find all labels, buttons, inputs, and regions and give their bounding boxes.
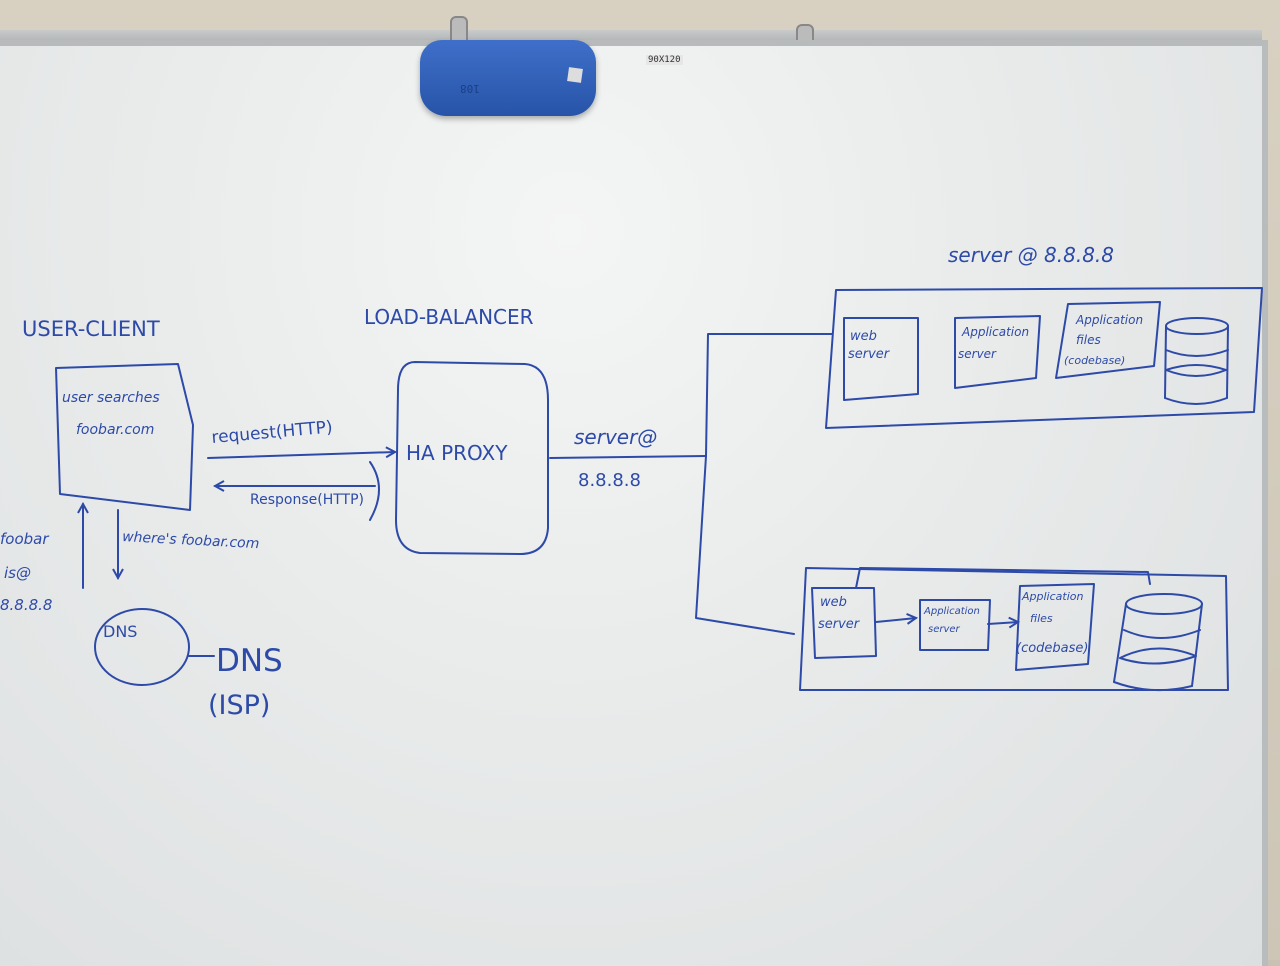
server-bottom-files-box [1015,583,1095,671]
user-client-title: USER-CLIENT [22,317,160,341]
load-balancer-text: HA PROXY [406,441,508,465]
http-request-arrow [207,452,395,459]
server-top-database-icon [1164,317,1229,405]
server-top-web-1: web [850,329,877,344]
server-bottom-web-1: web [820,595,847,610]
load-balancer-title: LOAD-BALANCER [364,305,534,329]
user-client-text-2: foobar.com [76,422,154,438]
server-bottom-app-1: Application [923,606,980,617]
http-response-label: Response(HTTP) [250,492,364,508]
server-bottom-app-2: server [928,624,961,635]
server-bottom-app-box [919,599,991,651]
link-branch-top [705,333,833,457]
server-top-files-2: files [1076,333,1101,347]
server-bottom-arrow-1 [875,618,916,622]
server-top-app-1: Application [961,325,1029,339]
server-bottom-files-2: files [1030,612,1053,625]
server-top-web-box [843,317,919,401]
server-bottom-database-icon [1113,593,1203,692]
server-top-files-3: (codebase) [1064,354,1125,367]
link-line [549,455,707,459]
server-bottom-web-box [811,587,877,659]
server-top-box [825,287,1263,429]
load-balancer-box [395,361,549,555]
user-client-text-1: user searches [62,390,160,406]
user-client-box [55,363,194,511]
http-response-curl [369,461,380,521]
server-top-app-2: server [958,347,997,361]
server-top-web-2: server [848,347,891,362]
dns-circle [94,608,190,686]
server-bottom-web-2: server [818,617,861,632]
server-bottom-arrow-2 [987,622,1018,624]
link-branch-bottom [695,455,795,635]
http-request-label: request(HTTP) [211,417,334,448]
server-bottom-files-3: (codebase) [1016,641,1088,656]
dns-answer-label-1: foobar [0,530,49,548]
dns-query-label: where's foobar.com [122,529,260,552]
board-size-tag: 90X120 [646,55,683,65]
server-top-files-box [1055,301,1161,379]
server-bottom-box [799,567,1229,691]
server-bottom-files-1: Application [1021,590,1083,603]
whiteboard [0,40,1268,966]
whiteboard-eraser: 108 [420,40,596,116]
dns-answer-label-2: is@ [4,564,31,582]
dns-answer-label-3: 8.8.8.8 [0,596,52,614]
link-label-2: 8.8.8.8 [578,470,641,491]
dns-isp-label-2: (ISP) [208,690,270,721]
server-top-files-1: Application [1075,313,1143,327]
link-label-1: server@ [574,425,657,449]
server-top-title: server @ 8.8.8.8 [948,243,1114,267]
dns-circle-label: DNS [103,622,137,641]
server-top-app-box [954,315,1041,389]
server-bottom-loop-line [855,567,1151,589]
dns-isp-label-1: DNS [216,643,283,679]
